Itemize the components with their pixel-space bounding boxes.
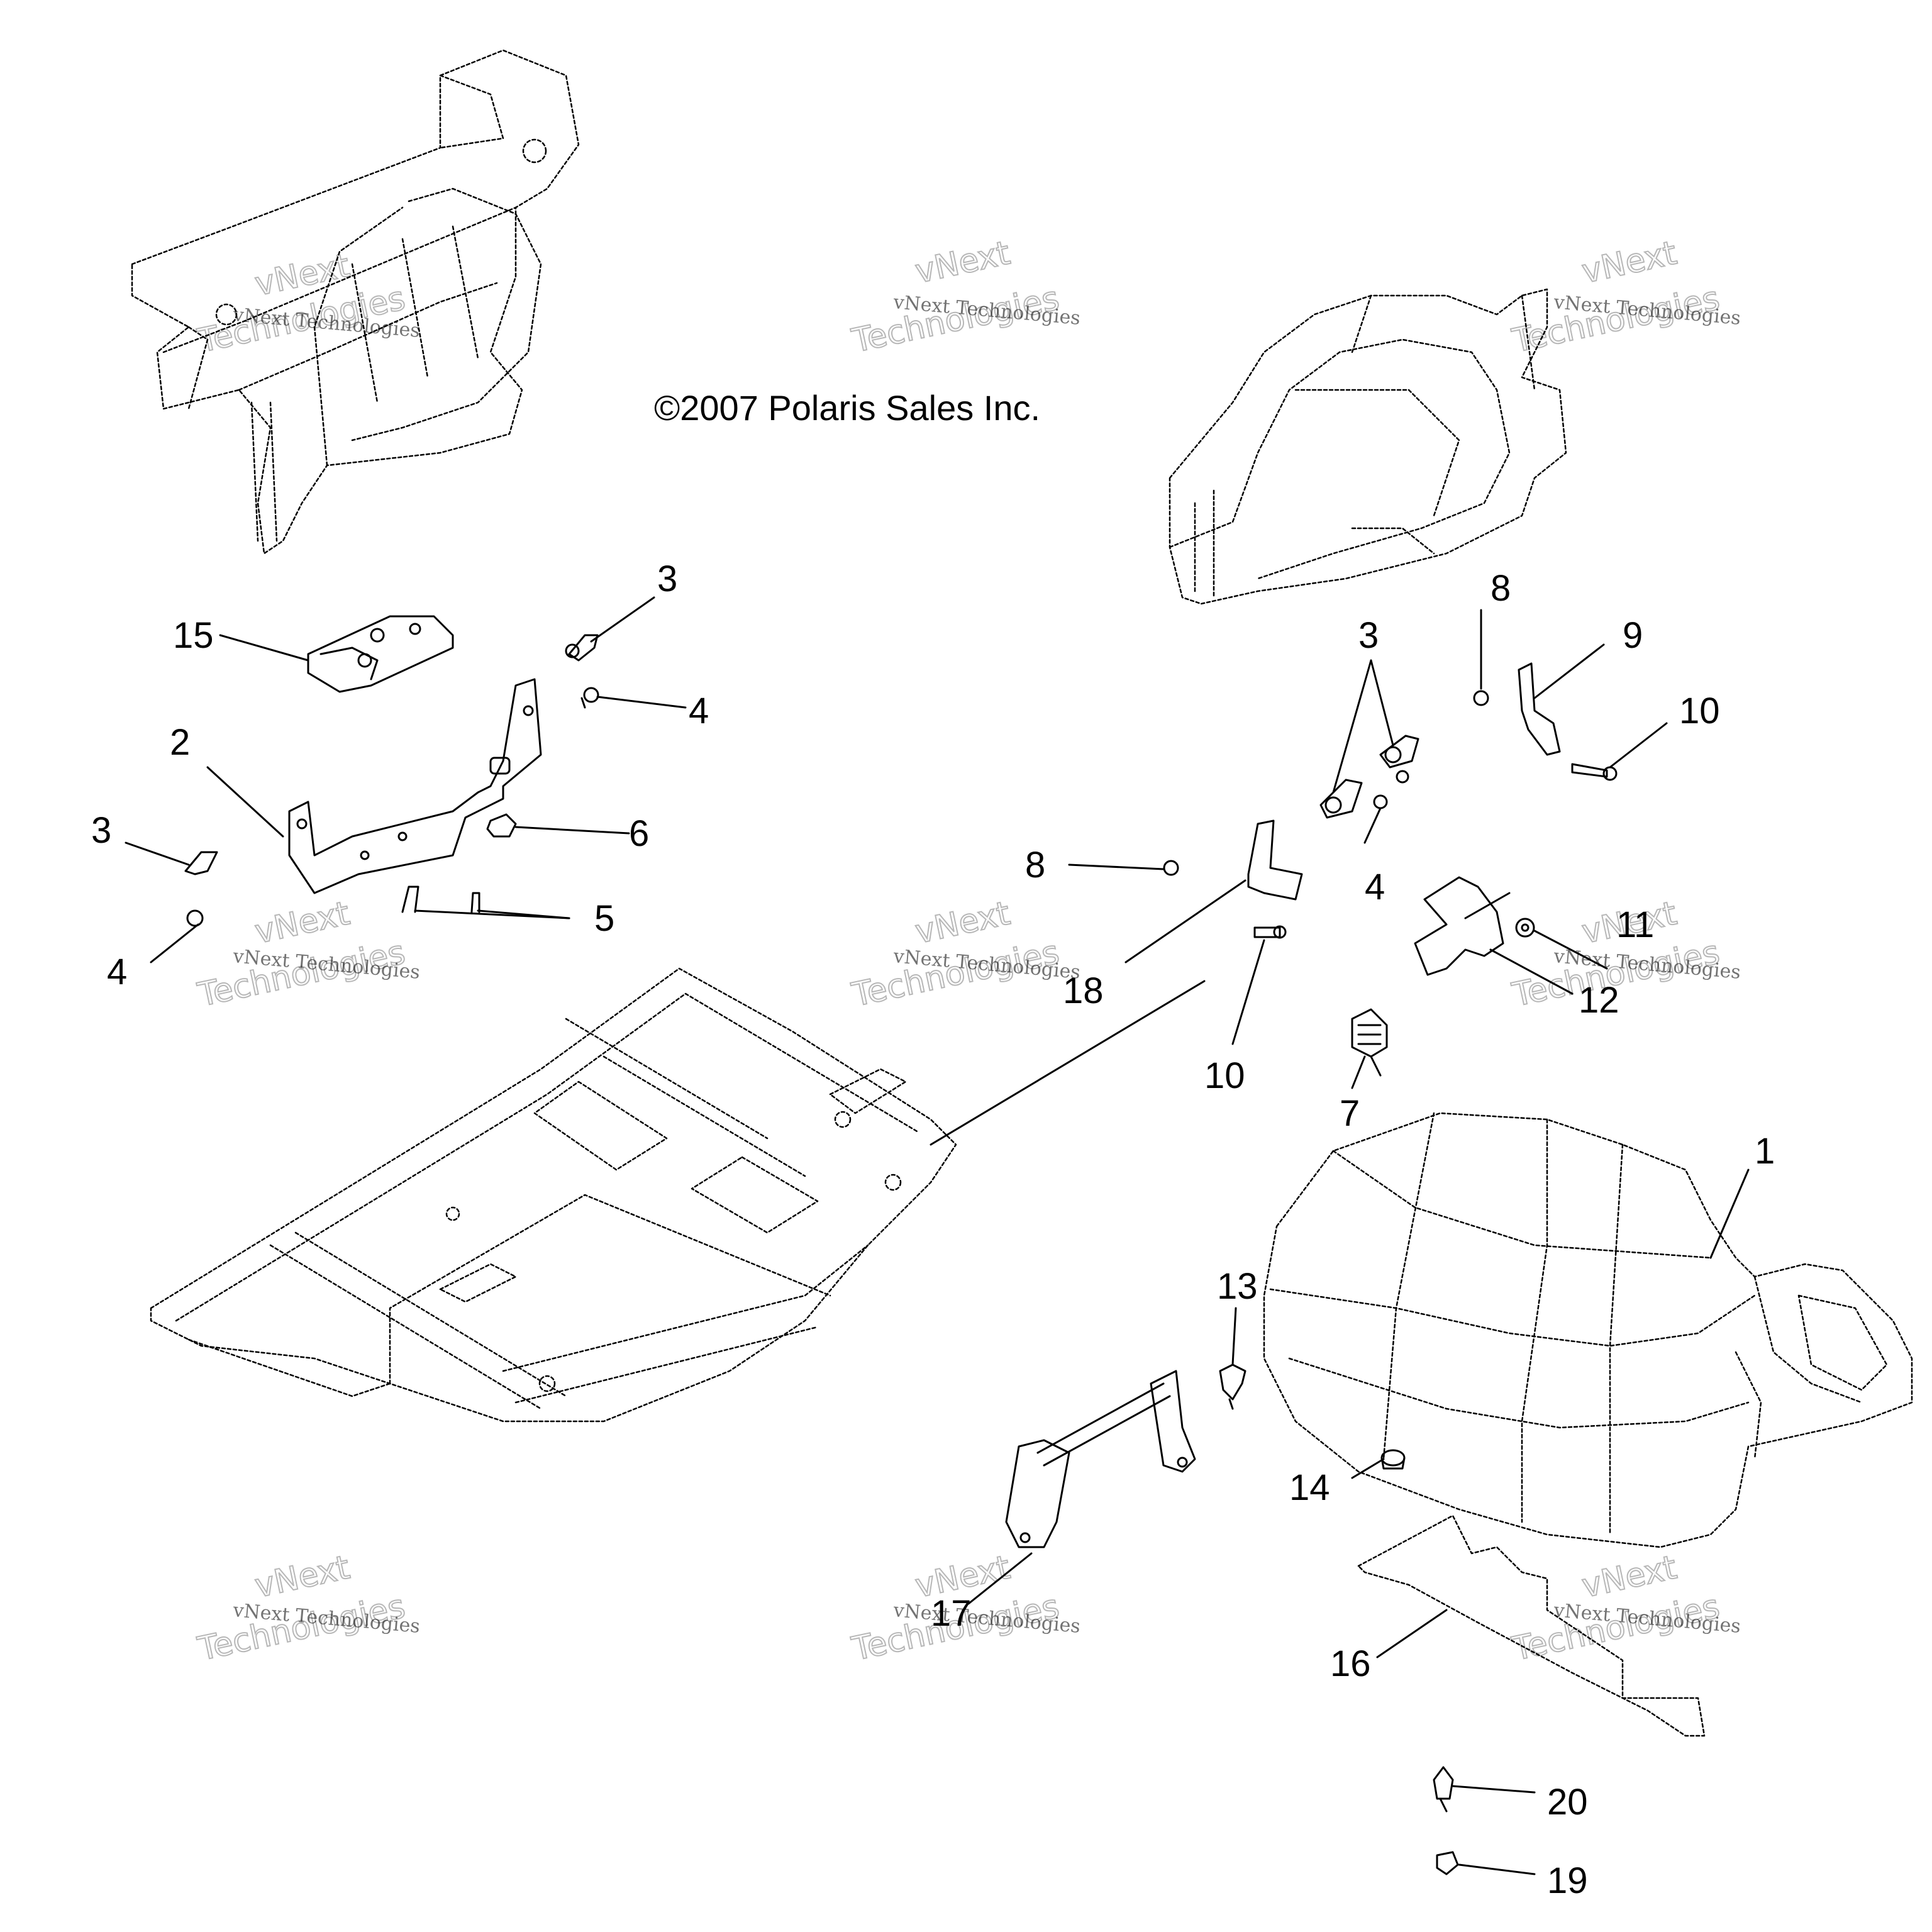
watermark-brand: vNext <box>1579 1548 1680 1605</box>
watermark-mid-center: vNext Technologies vNext Technologies <box>848 894 1081 1014</box>
callout-12: 12 <box>1579 980 1619 1021</box>
copyright-notice: ©2007 Polaris Sales Inc. <box>654 388 1040 428</box>
part-11-washer <box>1515 918 1535 938</box>
watermark-brand: vNext <box>1579 234 1680 291</box>
callout-20: 20 <box>1547 1782 1588 1823</box>
watermark-bottom-right: vNext Technologies vNext Technologies <box>1508 1548 1741 1668</box>
callout-16: 16 <box>1330 1643 1371 1684</box>
callout-17: 17 <box>931 1593 972 1634</box>
part-15-grommet <box>1380 1449 1406 1470</box>
part-1-seat <box>1263 1112 1913 1548</box>
callout-10: 10 <box>1679 691 1720 731</box>
callout-18: 18 <box>1063 970 1104 1011</box>
callout-8: 8 <box>1491 568 1511 609</box>
callout-1: 1 <box>1755 1131 1775 1172</box>
part-3-pin-top-left <box>565 634 599 662</box>
seat-frame <box>150 967 957 1423</box>
rear-body-panel-left <box>131 49 580 555</box>
callout-4: 4 <box>689 691 709 731</box>
callout-3: 3 <box>657 558 677 599</box>
part-17-bracket <box>1005 1370 1196 1548</box>
part-12-latch-arm <box>1414 876 1511 976</box>
watermark-brand: vNext <box>912 894 1013 951</box>
part-3-pins-right <box>1319 735 1419 819</box>
watermark-top-left: vNext Technologies vNext Technologies <box>194 246 421 360</box>
callout-5: 5 <box>594 898 614 939</box>
watermark-bottom-left: vNext Technologies vNext Technologies <box>194 1548 421 1668</box>
part-7-spring <box>1351 1008 1388 1077</box>
part-5-bolts <box>401 886 480 913</box>
part-4-bolt-left <box>186 909 204 927</box>
callout-15: 14 <box>1289 1467 1330 1508</box>
callout-2: 2 <box>170 722 190 763</box>
watermark-brand: vNext <box>252 1548 353 1605</box>
part-6-nut <box>486 813 517 838</box>
callout-7: 7 <box>1340 1093 1360 1134</box>
part-13-latch <box>307 615 454 693</box>
callout-13: 15 <box>173 615 214 656</box>
part-2-bracket <box>288 678 542 894</box>
part-18-bracket <box>1247 819 1303 901</box>
part-10-bolt-center <box>1253 925 1287 939</box>
callout-9: 9 <box>1623 615 1643 656</box>
callout-4: 4 <box>1365 867 1385 908</box>
front-body-panel-right <box>1169 288 1567 605</box>
part-8-nut-center <box>1163 860 1179 876</box>
part-14-fastener <box>1219 1363 1246 1410</box>
watermark-top-center: vNext Technologies vNext Technologies <box>848 233 1081 360</box>
callout-19: 19 <box>1547 1860 1588 1901</box>
part-16-pad <box>1357 1514 1706 1737</box>
part-4-bolt-right <box>1373 770 1409 809</box>
part-20-clip <box>1433 1766 1454 1813</box>
callouts: 15 2 3 4 6 5 3 4 3 8 9 10 8 4 11 12 18 1… <box>91 558 1775 1901</box>
callout-3: 3 <box>1358 615 1379 656</box>
watermark-mid-left: vNext Technologies vNext Technologies <box>194 894 421 1014</box>
watermark-top-right: vNext Technologies vNext Technologies <box>1508 233 1741 360</box>
leader-lines <box>125 596 1750 1875</box>
part-19-nut <box>1436 1851 1459 1875</box>
callout-10: 10 <box>1204 1055 1245 1096</box>
watermark-brand: vNext <box>252 894 353 951</box>
part-8-nut-right <box>1473 690 1489 706</box>
callout-14: 13 <box>1217 1266 1258 1307</box>
callout-3: 3 <box>91 810 111 851</box>
callout-8: 8 <box>1025 845 1045 886</box>
watermark-brand: vNext <box>912 234 1013 291</box>
part-3-pin-left <box>184 851 218 875</box>
part-9-bracket <box>1518 662 1561 756</box>
callout-4: 4 <box>107 952 127 992</box>
callout-6: 6 <box>629 813 649 854</box>
part-4-bolt-top-left <box>580 687 599 709</box>
callout-11: 11 <box>1616 904 1654 945</box>
